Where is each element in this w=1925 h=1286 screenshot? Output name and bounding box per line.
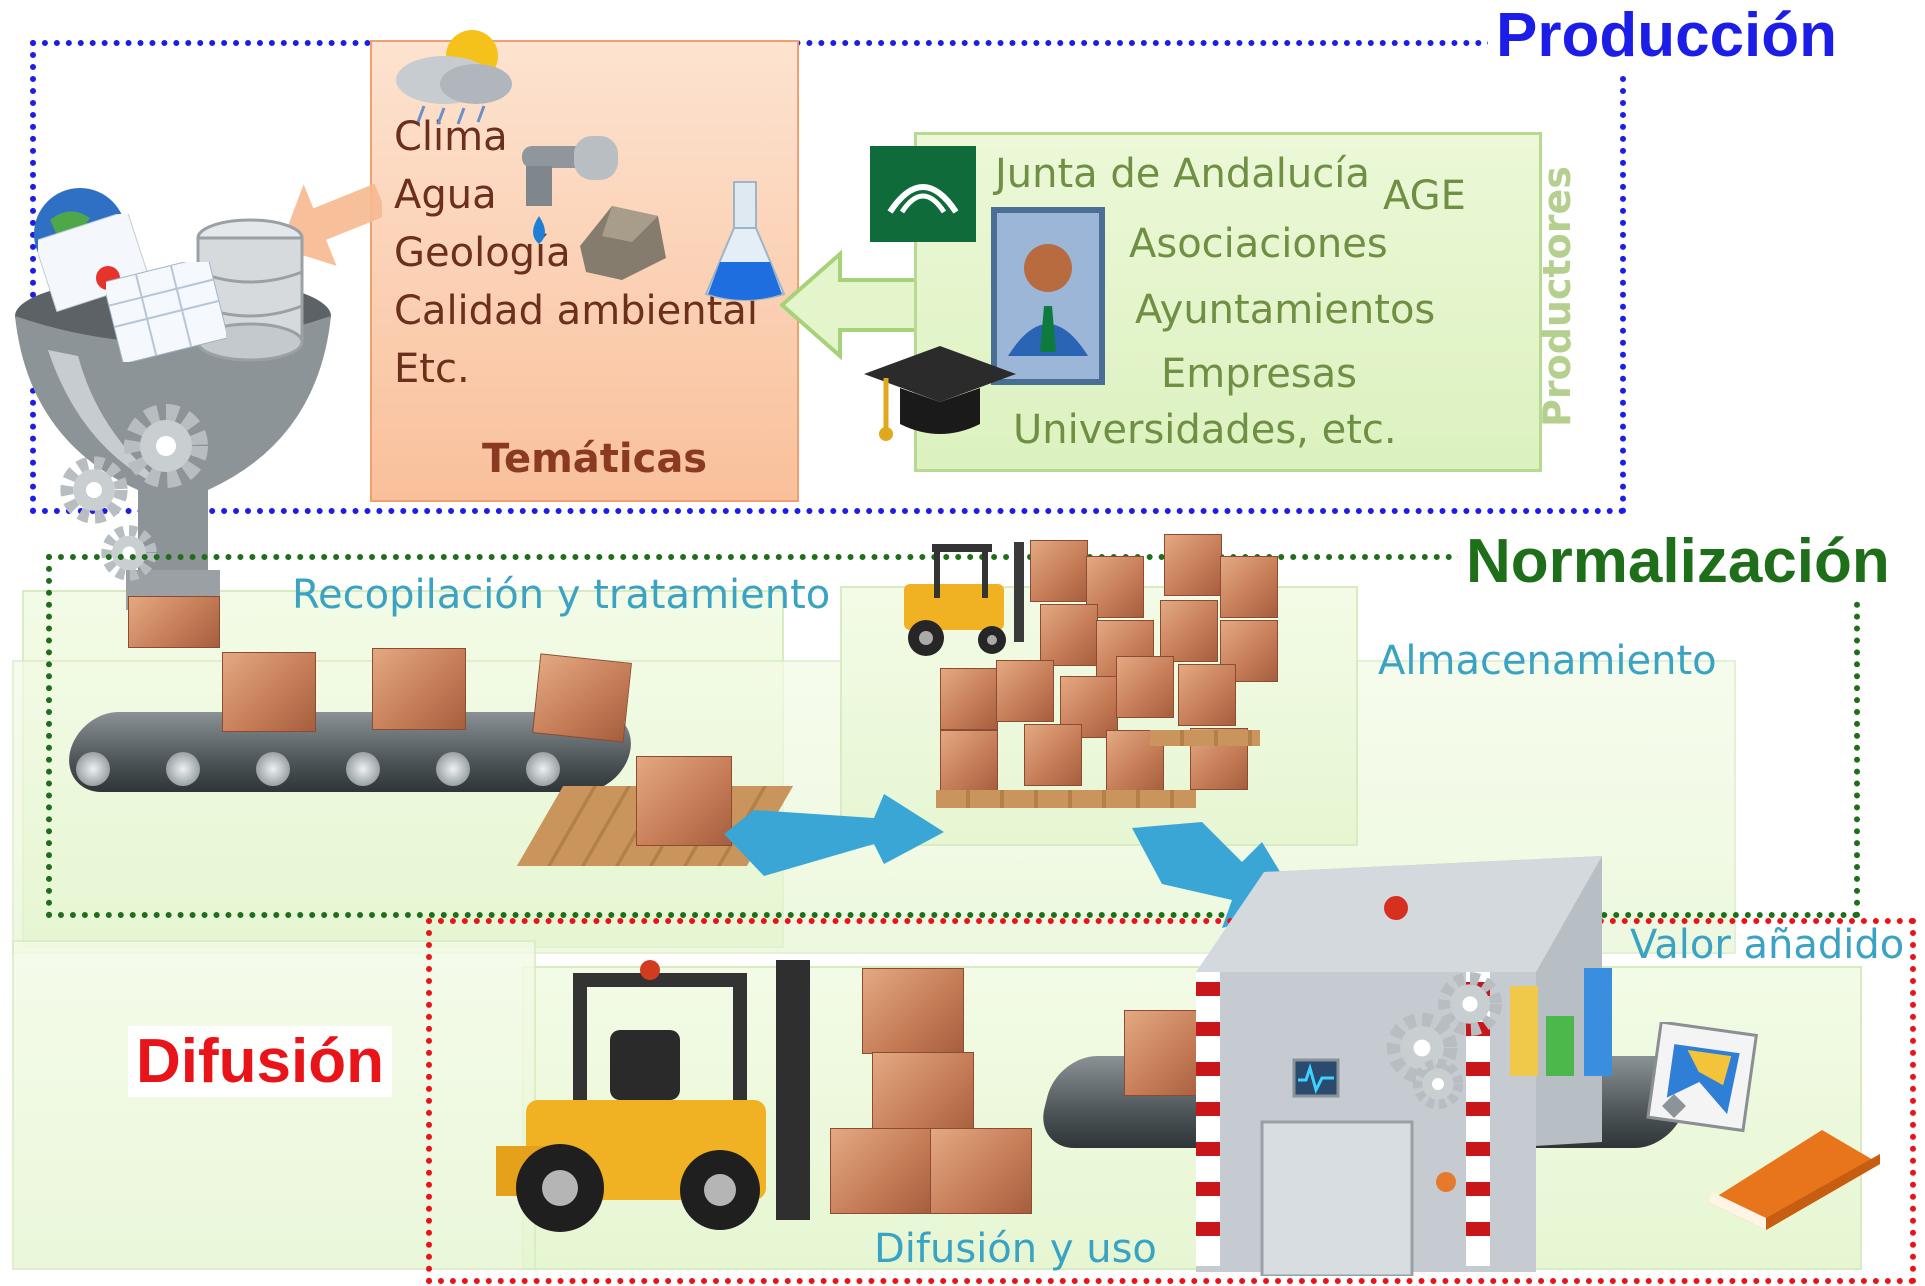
faucet-icon bbox=[522, 136, 618, 244]
weather-icon bbox=[396, 30, 512, 125]
pallet bbox=[936, 790, 1196, 808]
box-icon bbox=[940, 730, 998, 792]
produccion-title: Producción bbox=[1488, 0, 1846, 71]
normalizacion-frame bbox=[46, 554, 1860, 918]
roller bbox=[436, 752, 470, 786]
box-icon bbox=[830, 1128, 932, 1214]
box-icon bbox=[532, 653, 632, 743]
person-icon bbox=[991, 207, 1105, 385]
roller bbox=[346, 752, 380, 786]
stage-label-valor-anadido: Valor añadido bbox=[1630, 922, 1905, 968]
productor-junta: Junta de Andalucía bbox=[995, 151, 1370, 197]
pallet bbox=[1150, 730, 1260, 746]
tematicas-title: Temáticas bbox=[482, 436, 708, 482]
flask-icon bbox=[704, 181, 786, 301]
productores-panel: Junta de Andalucía AGE Asociaciones Ayun… bbox=[914, 132, 1579, 472]
gear-icon bbox=[1438, 972, 1502, 1036]
stage-label-almacenamiento: Almacenamiento bbox=[1378, 638, 1717, 684]
tematica-agua: Agua bbox=[394, 172, 497, 218]
box-icon bbox=[636, 756, 732, 846]
box-icon bbox=[996, 660, 1054, 722]
gear-icon bbox=[1386, 1012, 1458, 1084]
box-icon bbox=[872, 1052, 974, 1138]
graduation-cap-icon bbox=[864, 346, 1016, 441]
productor-empresas: Empresas bbox=[1161, 351, 1357, 397]
box-icon bbox=[940, 668, 998, 730]
productor-asociaciones: Asociaciones bbox=[1129, 221, 1388, 267]
box-icon bbox=[1116, 656, 1174, 718]
stage-label-difusion-uso: Difusión y uso bbox=[874, 1226, 1157, 1272]
box-icon bbox=[1030, 540, 1088, 602]
gear-icon bbox=[1412, 1058, 1464, 1110]
box-icon bbox=[128, 596, 220, 648]
gear-icon bbox=[124, 404, 208, 488]
arrow-icon bbox=[724, 794, 944, 876]
stage-panel-lower-left bbox=[12, 940, 536, 1270]
forklift-icon bbox=[904, 542, 1024, 656]
box-icon bbox=[1164, 534, 1222, 596]
box-icon bbox=[1160, 600, 1218, 662]
forklift-icon bbox=[496, 960, 810, 1232]
box-icon bbox=[1220, 556, 1278, 618]
tematica-calidad: Calidad ambiental bbox=[394, 288, 758, 334]
roller bbox=[76, 752, 110, 786]
normalizacion-title: Normalización bbox=[1458, 526, 1898, 597]
roller bbox=[166, 752, 200, 786]
bar-chart-icon bbox=[1510, 968, 1612, 1076]
productor-age: AGE bbox=[1383, 173, 1466, 219]
box-icon bbox=[1124, 1010, 1206, 1096]
difusion-frame bbox=[426, 918, 1916, 1284]
box-icon bbox=[1040, 604, 1098, 666]
junta-arch-icon bbox=[887, 184, 959, 214]
book-icon bbox=[1708, 1130, 1880, 1230]
tematica-clima: Clima bbox=[394, 114, 508, 160]
map-icon bbox=[1646, 1022, 1759, 1133]
productor-universidades: Universidades, etc. bbox=[1013, 407, 1397, 453]
difusion-title: Difusión bbox=[128, 1026, 392, 1097]
gear-icon bbox=[60, 456, 128, 524]
box-icon bbox=[1220, 620, 1278, 682]
box-icon bbox=[222, 652, 316, 732]
roller bbox=[526, 752, 560, 786]
productor-ayuntamientos: Ayuntamientos bbox=[1135, 287, 1436, 333]
spreadsheet-icon bbox=[106, 262, 226, 362]
box-icon bbox=[372, 648, 466, 730]
junta-logo bbox=[870, 146, 976, 242]
produccion-frame bbox=[30, 40, 1626, 514]
rocks-icon bbox=[580, 206, 666, 280]
box-icon bbox=[1024, 724, 1082, 786]
box-icon bbox=[1178, 664, 1236, 726]
roller bbox=[256, 752, 290, 786]
arrow-icon bbox=[780, 250, 920, 360]
tematica-etc: Etc. bbox=[394, 346, 470, 392]
productores-title: Productores bbox=[1535, 166, 1579, 427]
arrow-icon bbox=[279, 158, 382, 266]
machine-icon bbox=[1196, 856, 1602, 1276]
box-icon bbox=[930, 1128, 1032, 1214]
stage-label-recopilacion: Recopilación y tratamiento bbox=[292, 572, 831, 618]
box-icon bbox=[862, 968, 964, 1054]
